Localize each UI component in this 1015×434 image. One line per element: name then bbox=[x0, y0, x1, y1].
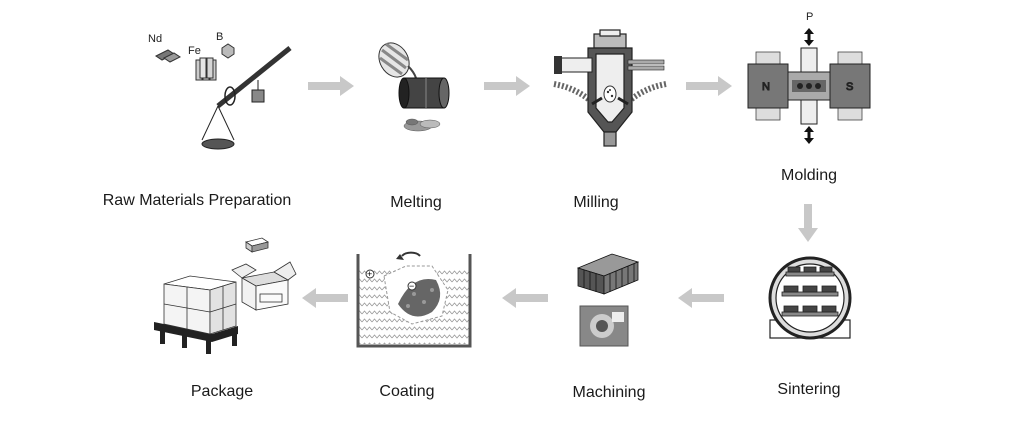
arrow-raw-to-melting bbox=[308, 76, 354, 96]
cathode-terminal bbox=[407, 281, 417, 291]
top-punch bbox=[800, 47, 818, 73]
pallet-icon bbox=[154, 322, 238, 354]
outlet-pipe-right bbox=[627, 59, 665, 65]
jet-mill-illustration bbox=[553, 29, 667, 147]
small-magnet-box-icon bbox=[245, 237, 269, 253]
step-label-melting: Melting bbox=[390, 194, 442, 211]
pole-s-label: S bbox=[846, 81, 853, 93]
bottom-punch bbox=[800, 99, 818, 125]
step-label-milling: Milling bbox=[573, 194, 619, 211]
mould-drum-icon bbox=[398, 77, 450, 109]
minus-sign: − bbox=[409, 281, 414, 291]
step-label-sintering: Sintering bbox=[777, 381, 841, 398]
arrow-milling-to-molding bbox=[686, 76, 732, 96]
coating-bath-illustration: + − bbox=[356, 251, 472, 348]
electromagnet-left: N bbox=[747, 63, 789, 109]
arrow-melting-to-milling bbox=[484, 76, 530, 96]
b-hexagon bbox=[221, 43, 235, 59]
pressure-label: P bbox=[806, 11, 813, 23]
molding-press-illustration: P N S bbox=[747, 11, 871, 144]
box-stack-icon bbox=[163, 275, 237, 335]
step-label-coating: Coating bbox=[379, 383, 435, 400]
anode-terminal bbox=[365, 269, 375, 279]
rotation-arrow-icon bbox=[401, 251, 421, 257]
step-label-raw-materials: Raw Materials Preparation bbox=[102, 192, 292, 209]
arrow-coating-to-package bbox=[302, 288, 348, 308]
balance-scale-icon bbox=[201, 46, 292, 150]
fe-cylinders bbox=[195, 57, 217, 81]
electromagnet-right: S bbox=[829, 63, 871, 109]
pressure-arrow-bottom bbox=[804, 126, 814, 144]
arrow-sintering-to-machining bbox=[678, 288, 724, 308]
magnet-stack-icon bbox=[576, 253, 640, 295]
step-label-machining: Machining bbox=[572, 384, 646, 401]
feed-pipe-left bbox=[557, 57, 593, 73]
melting-illustration bbox=[378, 42, 450, 132]
machining-photo bbox=[579, 305, 629, 347]
step-label-molding: Molding bbox=[780, 167, 838, 184]
plus-sign: + bbox=[367, 269, 372, 279]
step-label-package: Package bbox=[190, 383, 254, 400]
fe-symbol: Fe bbox=[188, 45, 201, 57]
crucible-icon bbox=[378, 42, 410, 78]
machining-illustration bbox=[576, 253, 640, 347]
raw-materials-illustration: Nd Fe B bbox=[148, 31, 292, 150]
open-box-icon bbox=[231, 261, 297, 311]
coil-blocks bbox=[755, 51, 863, 121]
package-illustration bbox=[154, 237, 297, 354]
alloy-flakes bbox=[403, 118, 441, 132]
pole-n-label: N bbox=[762, 81, 770, 93]
arrow-molding-to-sintering bbox=[798, 204, 818, 242]
arrow-machining-to-coating bbox=[502, 288, 548, 308]
particle-cloud bbox=[603, 85, 617, 103]
b-symbol: B bbox=[216, 31, 223, 43]
sintering-furnace-illustration bbox=[768, 256, 852, 340]
magnet-blocks bbox=[781, 266, 839, 317]
nd-symbol: Nd bbox=[148, 33, 162, 45]
pressure-arrow-top bbox=[804, 28, 814, 46]
